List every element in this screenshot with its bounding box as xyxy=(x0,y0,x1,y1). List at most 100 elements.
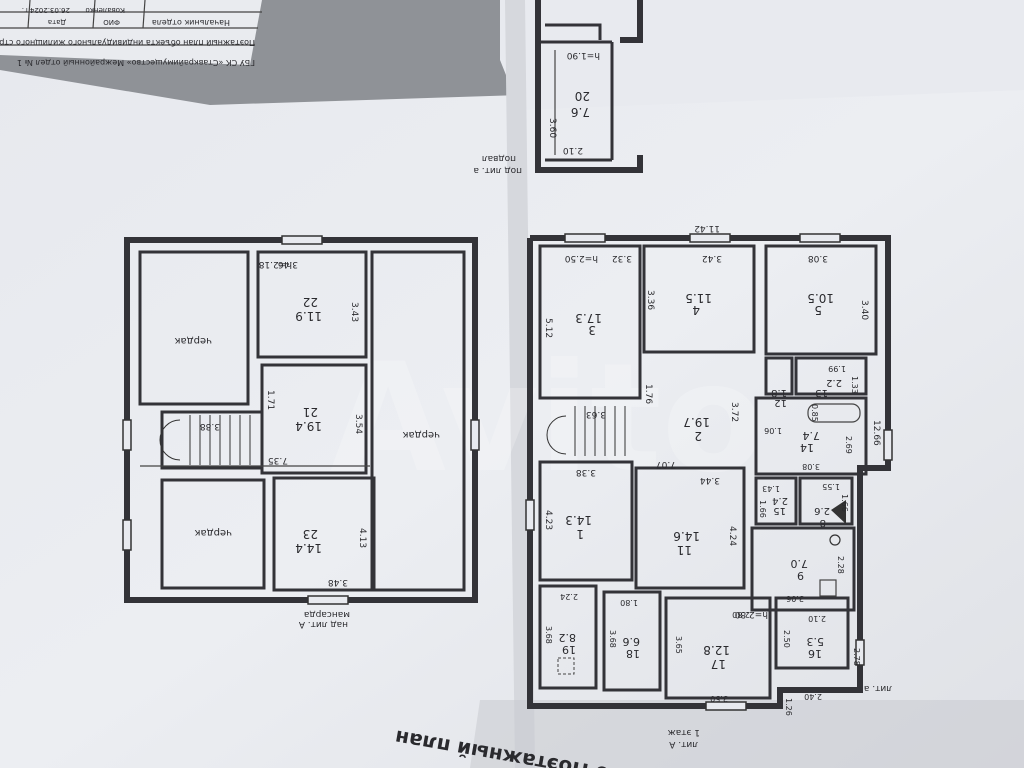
room-1-area: 14.3 xyxy=(565,513,592,527)
attic-room-22-num: 22 xyxy=(303,295,318,309)
room-4-num: 4 xyxy=(692,303,700,317)
ground-dim-18: 2.69 xyxy=(844,436,853,454)
ground-dim-29: 2.80 xyxy=(732,610,750,619)
room-3-area: 17.3 xyxy=(575,311,602,325)
ground-height-2: h=2.80 xyxy=(734,609,768,619)
room-14-num: 14 xyxy=(800,441,814,454)
ground-dim-35: 3.50 xyxy=(710,694,728,703)
attic-plan: чердак чердак чердак 22 11.9 21 19.4 23 … xyxy=(122,235,480,629)
attic-dim-1: 3.43 xyxy=(349,302,359,322)
attic-garret-2: чердак xyxy=(403,429,441,440)
attic-caption-2: мансарда xyxy=(304,609,350,619)
ground-dim-3: 5.12 xyxy=(543,318,553,338)
ground-dim-15: 1.33 xyxy=(850,376,859,394)
ground-lit-a: лит. а xyxy=(864,683,892,693)
attic-dim-2: 1.71 xyxy=(265,390,275,410)
basement-caption-2: подвал xyxy=(482,153,516,163)
room-19-num: 19 xyxy=(562,643,576,656)
ground-dim-13: 4.24 xyxy=(727,526,737,546)
ground-dim-36: 2.78 xyxy=(852,648,861,666)
room-12-num: 12 xyxy=(774,397,787,408)
stamp-role: Начальник отдела xyxy=(152,18,230,27)
basement-plan: 20 7.6 h=1.90 3.60 2.10 под лит. а подва… xyxy=(473,0,643,175)
ground-dim-33: 3.68 xyxy=(608,630,617,648)
ground-dim-21: 1.55 xyxy=(822,482,840,491)
room-16-num: 16 xyxy=(808,647,822,660)
room-18-num: 18 xyxy=(626,647,640,660)
basement-dim-bottom: 2.10 xyxy=(563,145,583,155)
ground-dim-31: 3.68 xyxy=(544,626,553,644)
attic-room-21-area: 19.4 xyxy=(295,419,322,433)
ground-dim-27: 2.24 xyxy=(560,592,578,601)
attic-garret-1: чердак xyxy=(175,335,213,346)
ground-dim-11: 3.44 xyxy=(700,475,720,485)
ground-dim-25: 2.28 xyxy=(836,556,845,574)
attic-dim-bottom: 3.48 xyxy=(328,577,348,587)
attic-room-22-area: 11.9 xyxy=(295,309,322,323)
avito-watermark: Avito xyxy=(330,332,765,506)
room-16-area: 5.3 xyxy=(807,635,825,648)
ground-dim-34: 2.50 xyxy=(782,630,791,648)
room-5-num: 5 xyxy=(814,303,822,317)
basement-room-area: 7.6 xyxy=(571,105,590,119)
ground-dim-6: 1.76 xyxy=(643,384,653,404)
ground-dim-5: 3.40 xyxy=(859,300,869,320)
ground-dim-2: 3.08 xyxy=(808,253,828,263)
stamp-col-fio: ФИО xyxy=(103,18,120,26)
room-5-area: 10.5 xyxy=(807,291,834,305)
attic-dim-3: 3.54 xyxy=(353,414,363,434)
ground-dim-28: 1.80 xyxy=(620,598,638,607)
room-11-num: 11 xyxy=(677,543,692,557)
attic-caption-1: над лит. А xyxy=(298,619,348,629)
ground-dim-38: 2.40 xyxy=(804,692,822,701)
room-9-area: 7.0 xyxy=(791,557,809,570)
room-2-num: 2 xyxy=(694,429,702,443)
room-17-area: 12.8 xyxy=(703,643,730,657)
room-15-num: 15 xyxy=(773,505,786,516)
basement-room-num: 20 xyxy=(575,89,590,103)
stamp-signer: Коваленко xyxy=(85,6,125,14)
ground-dim-24: 1.66 xyxy=(758,500,767,518)
ground-dim-14: 1.99 xyxy=(828,364,846,373)
attic-dim-mid: 7.35 xyxy=(268,455,288,465)
room-19-area: 8.2 xyxy=(559,631,577,644)
ground-dim-0: 3.32 xyxy=(612,253,632,263)
ground-dim-1: 3.42 xyxy=(702,253,722,263)
room-1-num: 1 xyxy=(576,527,584,541)
attic-room-21-num: 21 xyxy=(303,405,318,419)
attic-height: h=2.18 xyxy=(258,259,292,269)
attic-dim-top: 3.46 xyxy=(278,259,298,269)
ground-caption-1: лит. А xyxy=(668,739,698,749)
ground-caption-2: 1 этаж xyxy=(668,727,700,737)
room-9-num: 9 xyxy=(797,569,804,582)
attic-dim-stair: 3.88 xyxy=(200,421,220,431)
ground-dim-26: 3.06 xyxy=(786,594,804,603)
basement-caption-1: под лит. а xyxy=(473,165,522,175)
ground-dim-22: 1.66 xyxy=(840,494,849,512)
room-8-area: 2.6 xyxy=(814,505,830,516)
room-4-area: 11.5 xyxy=(685,291,712,305)
ground-dim-37: 1.26 xyxy=(784,698,793,716)
attic-room-23-area: 14.4 xyxy=(295,541,322,555)
room-13-area: 2.2 xyxy=(826,377,842,388)
attic-room-23-num: 23 xyxy=(303,527,318,541)
stamp-org: ГБУ СК «Ставкрайимущество» Межрайонный о… xyxy=(17,58,255,67)
ground-dim-8: 3.63 xyxy=(586,409,606,419)
ground-dim-12: 4.23 xyxy=(543,510,553,530)
ground-dim-32: 3.65 xyxy=(674,636,683,654)
room-18-area: 6.6 xyxy=(623,635,641,648)
ground-dim-10: 3.38 xyxy=(576,467,596,477)
room-11-area: 14.6 xyxy=(673,529,700,543)
ground-dim-17: 0.85 xyxy=(810,404,819,422)
ground-dim-20: 3.08 xyxy=(802,462,820,471)
attic-garret-3: чердак xyxy=(195,527,233,538)
ground-dim-23: 1.43 xyxy=(762,484,780,493)
ground-dim-7: 3.72 xyxy=(729,402,739,422)
basement-dim-side: 3.60 xyxy=(547,118,557,138)
room-13-num: 13 xyxy=(815,387,828,398)
stamp-date: 26.03.2024 г. xyxy=(22,6,70,14)
ground-dim-4: 3.36 xyxy=(645,290,655,310)
ground-dim-9: 7.07 xyxy=(656,459,676,469)
ground-dim-30: 2.10 xyxy=(808,614,826,623)
